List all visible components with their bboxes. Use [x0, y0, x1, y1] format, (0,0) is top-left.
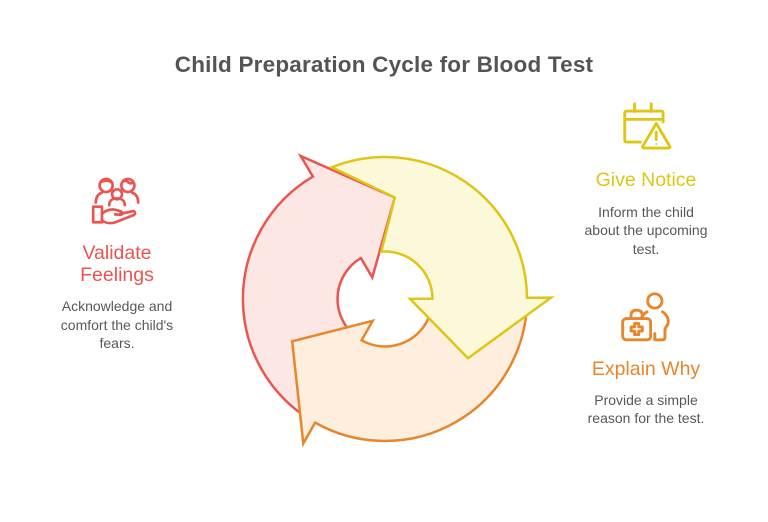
- step-title: Validate Feelings: [80, 242, 154, 286]
- step-description: Inform the child about the upcoming test…: [584, 203, 708, 257]
- person-first-aid-icon: [621, 292, 670, 342]
- family-care-icon: [91, 177, 140, 225]
- cycle-arrow-validate: [241, 153, 397, 425]
- page-title: Child Preparation Cycle for Blood Test: [174, 52, 594, 77]
- step-description: Provide a simple reason for the test.: [587, 391, 705, 427]
- cycle-arrow-notice: [328, 155, 555, 360]
- calendar-alert-icon: [623, 102, 672, 150]
- step-explain-why: Explain Why Provide a simple reason for …: [551, 288, 741, 428]
- step-give-notice: Give Notice Inform the child about the u…: [551, 96, 741, 258]
- step-validate-feelings: Validate Feelings Acknowledge and comfor…: [24, 172, 210, 353]
- step-title: Give Notice: [595, 169, 697, 191]
- step-description: Acknowledge and comfort the child's fear…: [60, 298, 174, 351]
- step-title: Explain Why: [591, 358, 701, 380]
